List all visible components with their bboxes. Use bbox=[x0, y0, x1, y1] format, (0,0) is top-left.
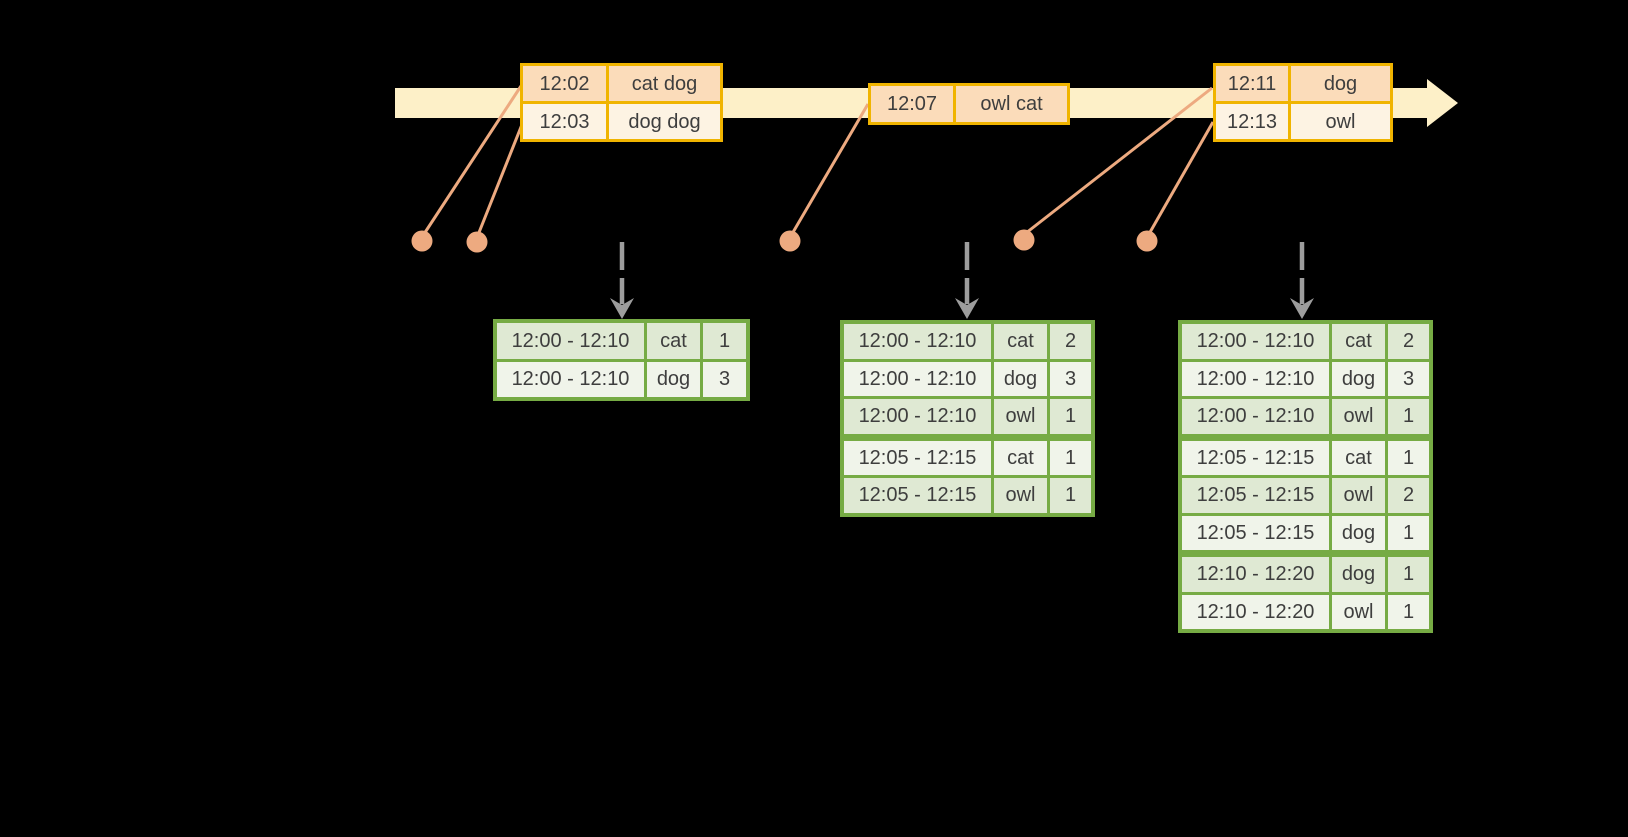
count-cell: 1 bbox=[1388, 557, 1429, 592]
window-cell: 12:05 - 12:15 bbox=[844, 440, 991, 475]
count-cell: 1 bbox=[703, 323, 746, 359]
event-words-cell: dog bbox=[1291, 66, 1390, 101]
window-cell: 12:05 - 12:15 bbox=[1182, 478, 1329, 513]
window-cell: 12:00 - 12:10 bbox=[497, 323, 644, 359]
timeline-arrowhead-icon bbox=[1427, 79, 1458, 127]
word-cell: owl bbox=[1332, 478, 1385, 513]
count-cell: 1 bbox=[1050, 440, 1091, 475]
event-time-dot bbox=[411, 230, 433, 252]
count-cell: 1 bbox=[1050, 478, 1091, 513]
event-time-dot bbox=[466, 231, 488, 253]
count-cell: 3 bbox=[1388, 361, 1429, 396]
event-words-cell: owl bbox=[1291, 104, 1390, 139]
window-cell: 12:00 - 12:10 bbox=[1182, 324, 1329, 359]
window-cell: 12:10 - 12:20 bbox=[1182, 594, 1329, 629]
window-cell: 12:00 - 12:10 bbox=[497, 361, 644, 397]
count-cell: 2 bbox=[1388, 478, 1429, 513]
window-cell: 12:00 - 12:10 bbox=[844, 324, 991, 359]
count-cell: 3 bbox=[703, 361, 746, 397]
event-connector-line bbox=[1147, 121, 1215, 235]
window-cell: 12:00 - 12:10 bbox=[1182, 399, 1329, 434]
count-cell: 1 bbox=[1388, 399, 1429, 434]
trigger-arrowhead-icon bbox=[955, 298, 979, 319]
event-time-dot bbox=[1013, 229, 1035, 251]
word-cell: dog bbox=[647, 361, 700, 397]
count-cell: 2 bbox=[1050, 324, 1091, 359]
word-cell: dog bbox=[1332, 515, 1385, 550]
window-cell: 12:00 - 12:10 bbox=[844, 399, 991, 434]
count-cell: 1 bbox=[1388, 515, 1429, 550]
word-cell: cat bbox=[994, 440, 1047, 475]
window-cell: 12:10 - 12:20 bbox=[1182, 557, 1329, 592]
word-cell: cat bbox=[1332, 324, 1385, 359]
window-cell: 12:00 - 12:10 bbox=[844, 361, 991, 396]
event-time-dot bbox=[779, 230, 801, 252]
count-cell: 1 bbox=[1388, 594, 1429, 629]
event-time-dot bbox=[1136, 230, 1158, 252]
event-time-cell: 12:11 bbox=[1216, 66, 1288, 101]
count-cell: 1 bbox=[1388, 440, 1429, 475]
event-connector-line bbox=[1025, 86, 1213, 235]
word-cell: cat bbox=[994, 324, 1047, 359]
word-cell: dog bbox=[1332, 361, 1385, 396]
word-cell: dog bbox=[1332, 557, 1385, 592]
word-cell: owl bbox=[1332, 594, 1385, 629]
word-cell: cat bbox=[1332, 440, 1385, 475]
trigger-arrowhead-icon bbox=[1290, 298, 1314, 319]
count-cell: 1 bbox=[1050, 399, 1091, 434]
event-words-cell: dog dog bbox=[609, 104, 720, 139]
word-cell: owl bbox=[1332, 399, 1385, 434]
event-words-cell: owl cat bbox=[956, 86, 1067, 122]
event-time-cell: 12:13 bbox=[1216, 104, 1288, 139]
window-cell: 12:05 - 12:15 bbox=[844, 478, 991, 513]
event-time-cell: 12:07 bbox=[871, 86, 953, 122]
trigger-arrowhead-icon bbox=[610, 298, 634, 319]
count-cell: 2 bbox=[1388, 324, 1429, 359]
word-cell: owl bbox=[994, 399, 1047, 434]
event-time-cell: 12:03 bbox=[523, 104, 606, 139]
window-cell: 12:05 - 12:15 bbox=[1182, 515, 1329, 550]
word-cell: owl bbox=[994, 478, 1047, 513]
word-cell: dog bbox=[994, 361, 1047, 396]
count-cell: 3 bbox=[1050, 361, 1091, 396]
event-connector-line bbox=[422, 85, 523, 235]
event-connector-line bbox=[476, 121, 525, 236]
window-cell: 12:00 - 12:10 bbox=[1182, 361, 1329, 396]
event-time-cell: 12:02 bbox=[523, 66, 606, 101]
window-cell: 12:05 - 12:15 bbox=[1182, 440, 1329, 475]
event-connector-line bbox=[790, 103, 870, 235]
word-cell: cat bbox=[647, 323, 700, 359]
event-words-cell: cat dog bbox=[609, 66, 720, 101]
